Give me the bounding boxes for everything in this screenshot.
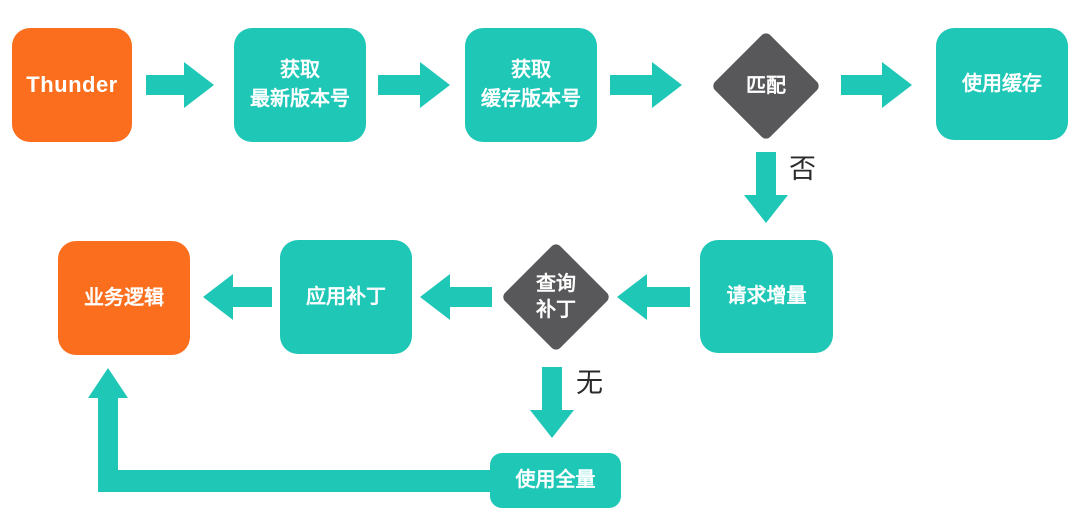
node-request-increment-label: 请求增量 <box>726 285 807 307</box>
node-apply-patch-label: 应用补丁 <box>306 285 386 308</box>
node-get-cached-version-label: 获取 缓存版本号 <box>481 59 581 110</box>
node-thunder: Thunder <box>12 28 132 142</box>
arrow-get-cached-to-match <box>610 62 682 108</box>
node-thunder-label: Thunder <box>26 72 118 98</box>
node-query-patch-label: 查询 补丁 <box>536 273 576 321</box>
node-get-latest-version-label: 获取 最新版本号 <box>250 59 350 110</box>
node-get-cached-version: 获取 缓存版本号 <box>465 28 597 142</box>
edge-label-none: 无 <box>576 368 603 398</box>
edge-label-no: 否 <box>789 154 816 184</box>
arrow-request-increment-to-query-patch <box>617 274 690 320</box>
arrow-match-to-use-cache <box>841 62 912 108</box>
elbow-use-full-to-business-logic <box>88 368 490 492</box>
node-business-logic: 业务逻辑 <box>58 241 190 355</box>
arrow-query-patch-to-apply-patch <box>420 274 492 320</box>
node-use-full: 使用全量 <box>490 453 621 508</box>
arrow-query-patch-none-down <box>530 367 574 438</box>
arrow-apply-patch-to-business-logic <box>203 274 272 320</box>
node-business-logic-label: 业务逻辑 <box>84 286 164 309</box>
node-match-label: 匹配 <box>746 75 786 97</box>
node-get-latest-version: 获取 最新版本号 <box>234 28 366 142</box>
arrow-match-no-down <box>744 152 788 223</box>
node-use-full-label: 使用全量 <box>515 469 596 491</box>
node-use-cache-label: 使用缓存 <box>962 72 1042 95</box>
node-use-cache: 使用缓存 <box>936 28 1068 140</box>
arrow-get-latest-to-get-cached <box>378 62 450 108</box>
node-apply-patch: 应用补丁 <box>280 240 412 354</box>
node-request-increment: 请求增量 <box>700 240 833 353</box>
arrow-thunder-to-get-latest <box>146 62 214 108</box>
